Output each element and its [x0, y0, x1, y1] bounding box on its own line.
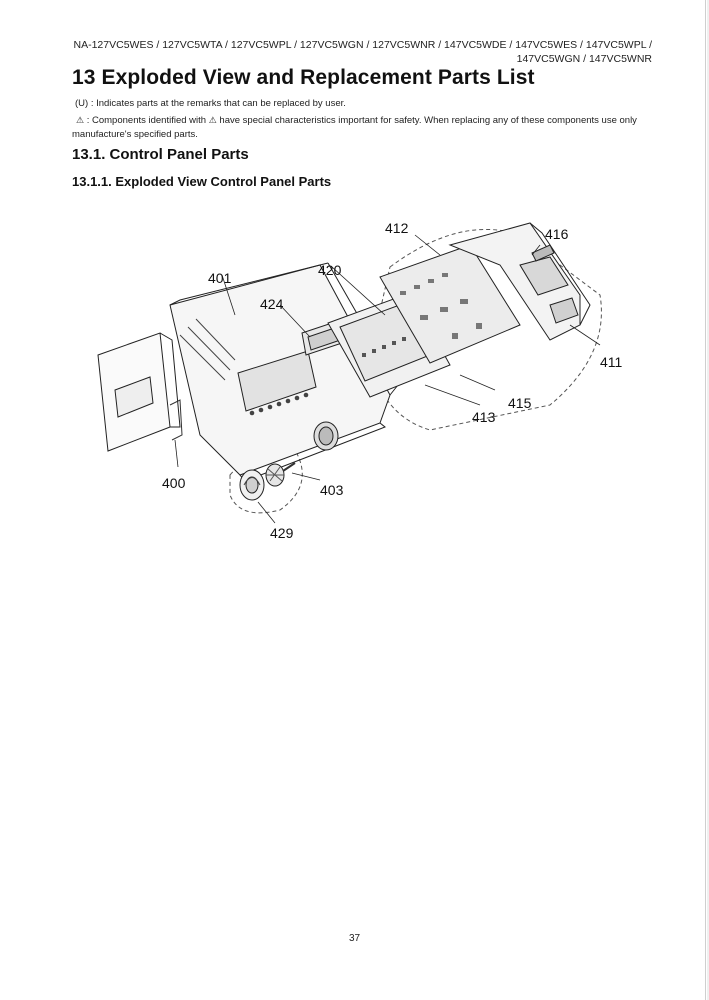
part-429-knob: [239, 469, 265, 501]
label-415: 415: [508, 395, 532, 411]
part-412-pcb: [379, 244, 521, 364]
label-413: 413: [472, 409, 496, 425]
safety-note-text-b: have special characteristics important f…: [72, 115, 637, 140]
part-401-control-panel: [169, 262, 399, 482]
safety-note-text-a: : Components identified with: [86, 115, 207, 126]
model-list-header: NA-127VC5WES / 127VC5WTA / 127VC5WPL / 1…: [52, 38, 653, 66]
label-429: 429: [270, 525, 294, 541]
part-416-connector: [531, 244, 555, 262]
warning-triangle-icon-inline: ⚠: [208, 115, 217, 125]
part-403-knob-shaft: [265, 462, 296, 487]
part-400-drawer-handle: [97, 332, 183, 452]
label-403: 403: [320, 482, 344, 498]
knob-group-outline: [229, 447, 303, 514]
exploded-view-diagram: 401 420 424 412 416 411 415 413 400 403 …: [97, 220, 623, 541]
label-412: 412: [385, 220, 409, 236]
label-400: 400: [162, 475, 186, 491]
chapter-title: 13 Exploded View and Replacement Parts L…: [72, 66, 535, 89]
warning-triangle-icon: ⚠: [76, 115, 85, 125]
model-list-line-1: NA-127VC5WES / 127VC5WTA / 127VC5WPL / 1…: [73, 39, 653, 51]
page-number: 37: [348, 933, 361, 944]
label-416: 416: [545, 226, 569, 242]
page-edge-line: [705, 0, 706, 1000]
safety-note: ⚠ : Components identified with ⚠ have sp…: [72, 113, 662, 142]
section-title: 13.1. Control Panel Parts: [72, 146, 249, 163]
label-401: 401: [208, 270, 232, 286]
label-424: 424: [260, 296, 284, 312]
label-411: 411: [600, 354, 623, 370]
label-420: 420: [318, 262, 342, 278]
page-edge-shadow: [707, 0, 709, 1000]
model-list-line-2: 147VC5WGN / 147VC5WNR: [516, 53, 652, 65]
user-replaceable-note: (U) : Indicates parts at the remarks tha…: [75, 98, 346, 109]
subsection-title: 13.1.1. Exploded View Control Panel Part…: [72, 174, 332, 189]
